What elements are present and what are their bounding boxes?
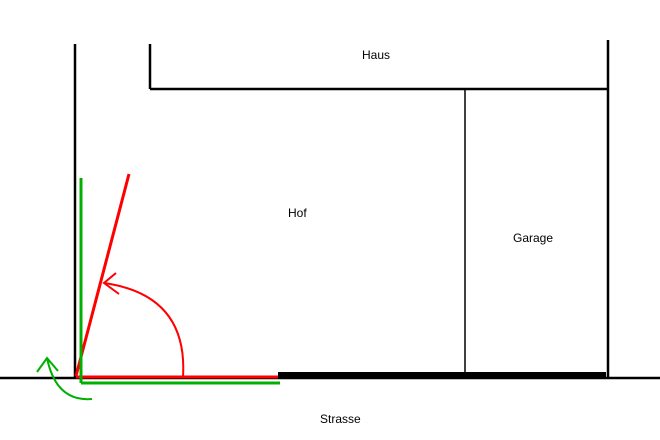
green-arrowhead-icon [36, 356, 59, 373]
red-gate-open [74, 173, 131, 377]
label-garage: Garage [513, 231, 554, 245]
red-arrowhead-icon [102, 272, 120, 295]
green-swing-arc [46, 357, 93, 401]
label-hof: Hof [288, 206, 307, 220]
label-strasse: Strasse [320, 412, 361, 426]
red-swing-arc [103, 282, 185, 378]
label-haus: Haus [362, 48, 391, 62]
